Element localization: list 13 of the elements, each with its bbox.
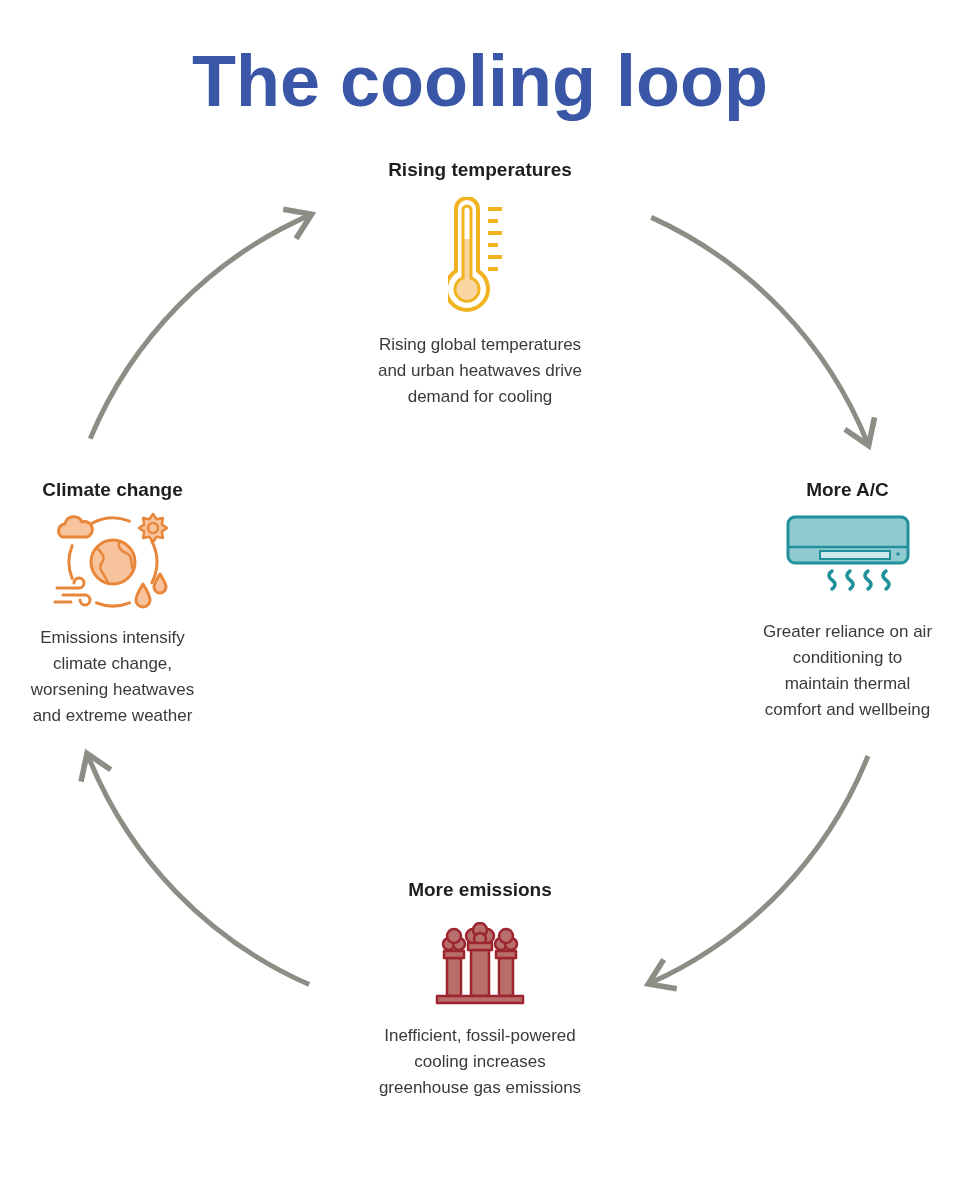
step-heading: Climate change [42,478,183,502]
step-description: Rising global temperatures and urban heatwaves drive demand for cooling [376,334,584,408]
step-description: Emissions intensify climate change, worsening heatwaves and extreme weather [29,627,196,727]
step-heading: More A/C [806,478,889,502]
step-description: Greater reliance on air conditioning to maintain thermal comfort and wellbeing [761,621,934,721]
step-description: Inefficient, fossil-powered cooling increases greenhouse gas emissions [377,1025,583,1099]
step-heading: More emissions [408,878,552,902]
curved-arrow [645,754,871,990]
curved-arrow [650,215,876,449]
curved-arrow [88,208,315,440]
diagram-title: The cooling loop [191,40,769,123]
step-heading: Rising temperatures [388,158,572,182]
curved-arrow [79,750,311,987]
